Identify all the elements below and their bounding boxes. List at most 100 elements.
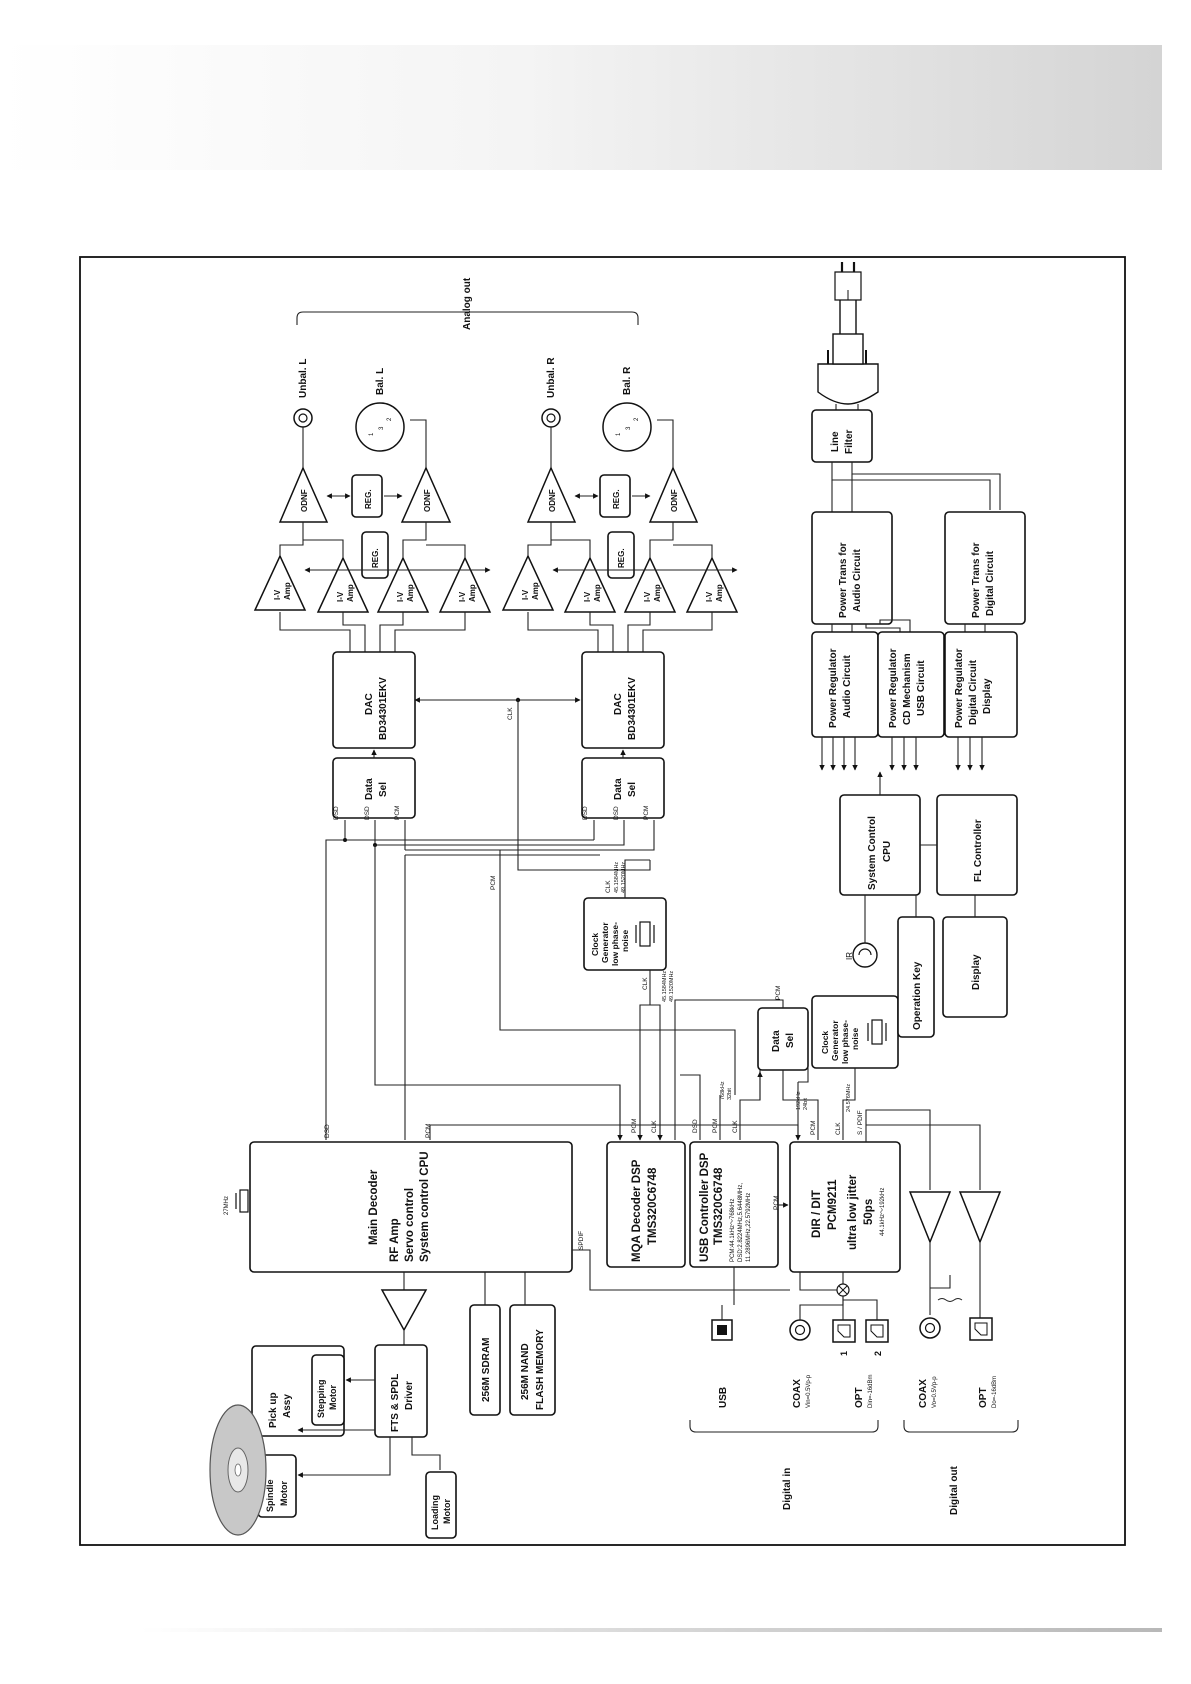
svg-text:Display: Display (982, 678, 993, 714)
svg-text:PCM: PCM (425, 1124, 432, 1138)
svg-text:Sel: Sel (785, 1033, 796, 1048)
svg-text:Display: Display (971, 954, 982, 990)
svg-text:DAC: DAC (613, 693, 624, 715)
svg-text:DSD: DSD (333, 806, 340, 820)
main-decoder-box (249, 1141, 573, 1273)
dir-dit-box (789, 1141, 901, 1273)
svg-text:Data: Data (364, 778, 375, 800)
svg-text:DSD:2.8224MHz,5.6448MHz,: DSD:2.8224MHz,5.6448MHz, (738, 1183, 744, 1262)
svg-text:USB Controller DSP: USB Controller DSP (699, 1152, 711, 1262)
svg-text:I-V: I-V (396, 591, 405, 602)
svg-text:TMS320C6748: TMS320C6748 (713, 1167, 725, 1245)
usb-label: USB (718, 1387, 729, 1408)
svg-text:Amp: Amp (468, 584, 477, 602)
svg-text:PCM: PCM (631, 1119, 638, 1133)
svg-text:Amp: Amp (406, 584, 415, 602)
svg-text:Power Trans for: Power Trans for (838, 542, 849, 618)
svg-text:Amp: Amp (531, 582, 540, 600)
svg-text:256M SDRAM: 256M SDRAM (481, 1338, 492, 1402)
svg-text:Amp: Amp (593, 584, 602, 602)
power-reg-cd-box (877, 631, 945, 738)
unbal-l-label: Unbal. L (298, 359, 309, 398)
svg-text:Driver: Driver (404, 1381, 415, 1410)
svg-text:Data: Data (771, 1030, 782, 1052)
mqa-decoder-box (606, 1141, 686, 1268)
svg-text:Servo control: Servo control (404, 1188, 416, 1262)
svg-text:DSD: DSD (582, 806, 589, 820)
svg-text:ODNF: ODNF (300, 489, 309, 512)
svg-text:Loading: Loading (430, 1495, 440, 1530)
svg-text:CLK: CLK (642, 977, 649, 990)
svg-text:DSD: DSD (692, 1119, 699, 1133)
svg-text:BD34301EKV: BD34301EKV (627, 677, 638, 740)
svg-text:Vin=0.5Vp-p: Vin=0.5Vp-p (806, 1374, 812, 1408)
ir-receiver-icon (852, 942, 878, 968)
svg-text:1: 1 (616, 432, 622, 436)
svg-text:FL Controller: FL Controller (973, 819, 984, 882)
svg-text:45.1584MHz: 45.1584MHz (614, 862, 620, 893)
unbal-r-label: Unbal. R (546, 357, 557, 398)
svg-text:Data: Data (613, 778, 624, 800)
digital-out-label: Digital out (949, 1465, 960, 1515)
svg-text:CLK: CLK (732, 1120, 739, 1133)
svg-text:DIR / DIT: DIR / DIT (811, 1190, 823, 1238)
svg-text:ultra low jitter: ultra low jitter (847, 1174, 859, 1250)
opt-out-buffer (958, 1191, 1002, 1245)
svg-text:3: 3 (626, 426, 632, 430)
coax-out-label: COAX (918, 1379, 929, 1408)
svg-text:1: 1 (369, 432, 375, 436)
power-reg-digital-box (944, 631, 1018, 738)
opt-in-label: OPT (854, 1387, 865, 1408)
svg-text:49.1520MHz: 49.1520MHz (621, 862, 627, 893)
svg-text:Amp: Amp (283, 582, 292, 600)
iv-amp-l2 (316, 556, 370, 613)
svg-text:11.2896MHz,22.5792MHz: 11.2896MHz,22.5792MHz (746, 1193, 752, 1262)
svg-text:I-V: I-V (583, 591, 592, 602)
power-plug-icon (817, 363, 879, 405)
reg-r-upper (599, 474, 631, 518)
svg-text:CD Mechanism: CD Mechanism (902, 653, 913, 725)
svg-text:Digital Circuit: Digital Circuit (968, 659, 979, 725)
svg-text:Motor: Motor (442, 1499, 452, 1524)
svg-text:Line: Line (830, 431, 841, 452)
svg-text:noise: noise (850, 1028, 860, 1050)
svg-text:ODNF: ODNF (548, 489, 557, 512)
svg-text:Filter: Filter (844, 429, 855, 454)
diagram-border (79, 256, 1126, 1546)
svg-text:Spindle: Spindle (265, 1479, 275, 1512)
reg-r-lower (607, 531, 635, 579)
svg-text:CLK: CLK (835, 1122, 842, 1135)
coax-in-label: COAX (792, 1379, 803, 1408)
svg-text:DAC: DAC (364, 693, 375, 715)
svg-text:Amp: Amp (346, 584, 355, 602)
svg-text:CLK: CLK (605, 880, 612, 893)
svg-text:Power Regulator: Power Regulator (954, 648, 965, 728)
svg-text:REG.: REG. (364, 489, 373, 509)
analog-out-label: Analog out (462, 277, 473, 330)
svg-text:27MHz: 27MHz (224, 1196, 230, 1215)
svg-text:Assy: Assy (282, 1394, 293, 1418)
svg-text:2: 2 (634, 417, 640, 421)
coax-out-buffer (908, 1191, 952, 1245)
loading-motor-box (425, 1471, 457, 1539)
svg-text:49.1520MHz: 49.1520MHz (669, 971, 675, 1002)
svg-text:PCM: PCM (775, 986, 782, 1000)
svg-text:192kHz: 192kHz (796, 1091, 802, 1110)
svg-text:System Control: System Control (867, 816, 878, 890)
svg-text:Din=-16dBm: Din=-16dBm (868, 1374, 874, 1408)
svg-text:Power Regulator: Power Regulator (888, 648, 899, 728)
stepping-motor-box (311, 1354, 345, 1426)
svg-text:Amp: Amp (653, 584, 662, 602)
svg-text:ODNF: ODNF (423, 489, 432, 512)
header-band (0, 45, 1162, 170)
svg-text:Motor: Motor (279, 1481, 289, 1506)
svg-text:1: 1 (839, 1351, 849, 1356)
reg-l-lower (361, 531, 389, 579)
bal-r-xlr (602, 402, 652, 452)
svg-text:REG.: REG. (371, 548, 380, 568)
svg-text:Main Decoder: Main Decoder (368, 1169, 380, 1245)
svg-text:Vo=0.5Vp-p: Vo=0.5Vp-p (932, 1376, 938, 1408)
iv-amp-l4 (438, 556, 492, 613)
crystal-27mhz (239, 1189, 249, 1213)
sys-control-cpu-box (839, 794, 921, 896)
